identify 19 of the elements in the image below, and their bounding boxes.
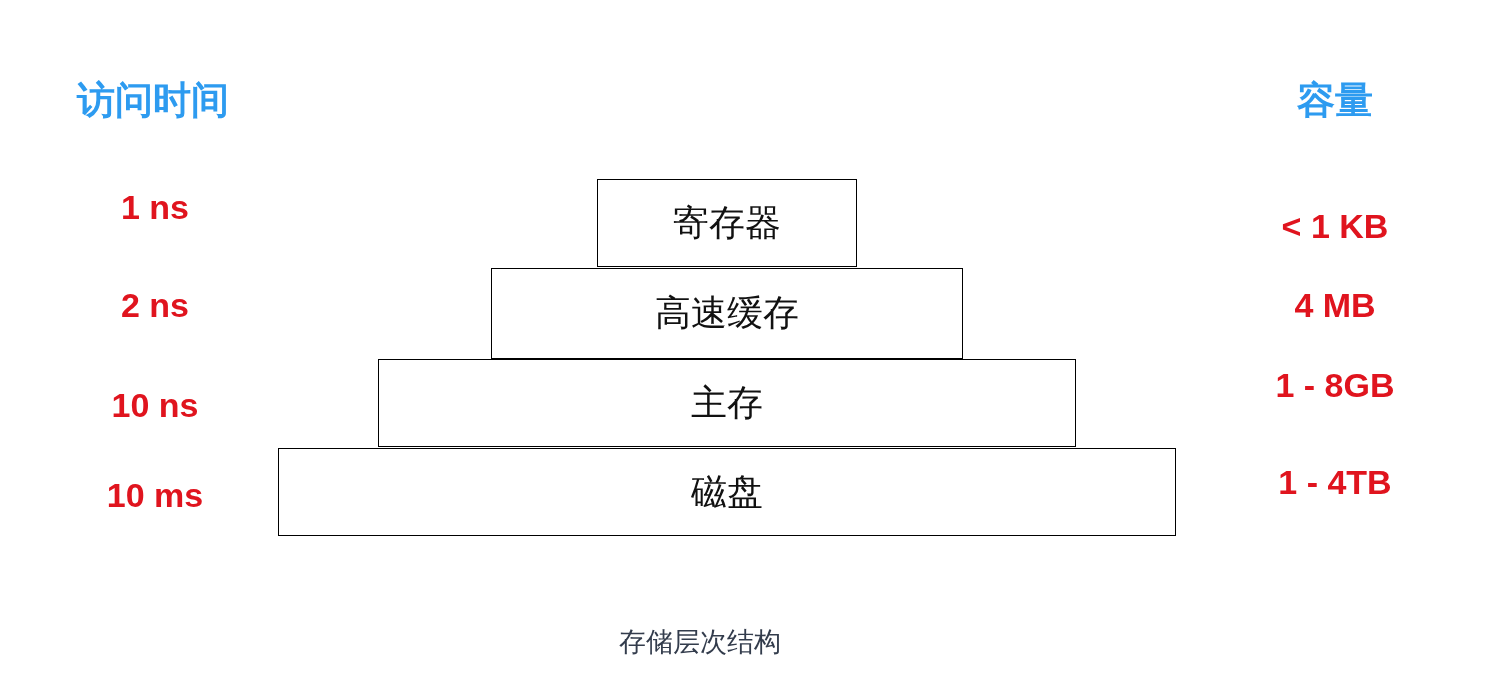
level-name: 寄存器 — [673, 200, 781, 245]
value-label: < 1 KB — [1281, 206, 1389, 246]
level-name: 高速缓存 — [655, 291, 799, 335]
storage-level-box — [597, 179, 857, 267]
value-label: 1 - 8GB — [1275, 365, 1395, 405]
value-label: 2 ns — [121, 285, 189, 325]
value-label: 1 - 4TB — [1278, 462, 1392, 502]
value-label: 10 ms — [106, 475, 204, 515]
value-label: 1 ns — [121, 187, 189, 227]
value-label: 4 MB — [1294, 285, 1376, 325]
storage-level-box — [491, 268, 963, 359]
value-label: 10 ns — [111, 385, 199, 425]
level-name: 主存 — [691, 380, 763, 425]
storage-level-box — [378, 359, 1076, 447]
caption: 存储层次结构 — [619, 625, 781, 659]
storage-level-box — [278, 448, 1176, 536]
column-header: 容量 — [1297, 77, 1373, 123]
level-name: 磁盘 — [691, 469, 763, 514]
column-header: 访问时间 — [77, 77, 229, 123]
